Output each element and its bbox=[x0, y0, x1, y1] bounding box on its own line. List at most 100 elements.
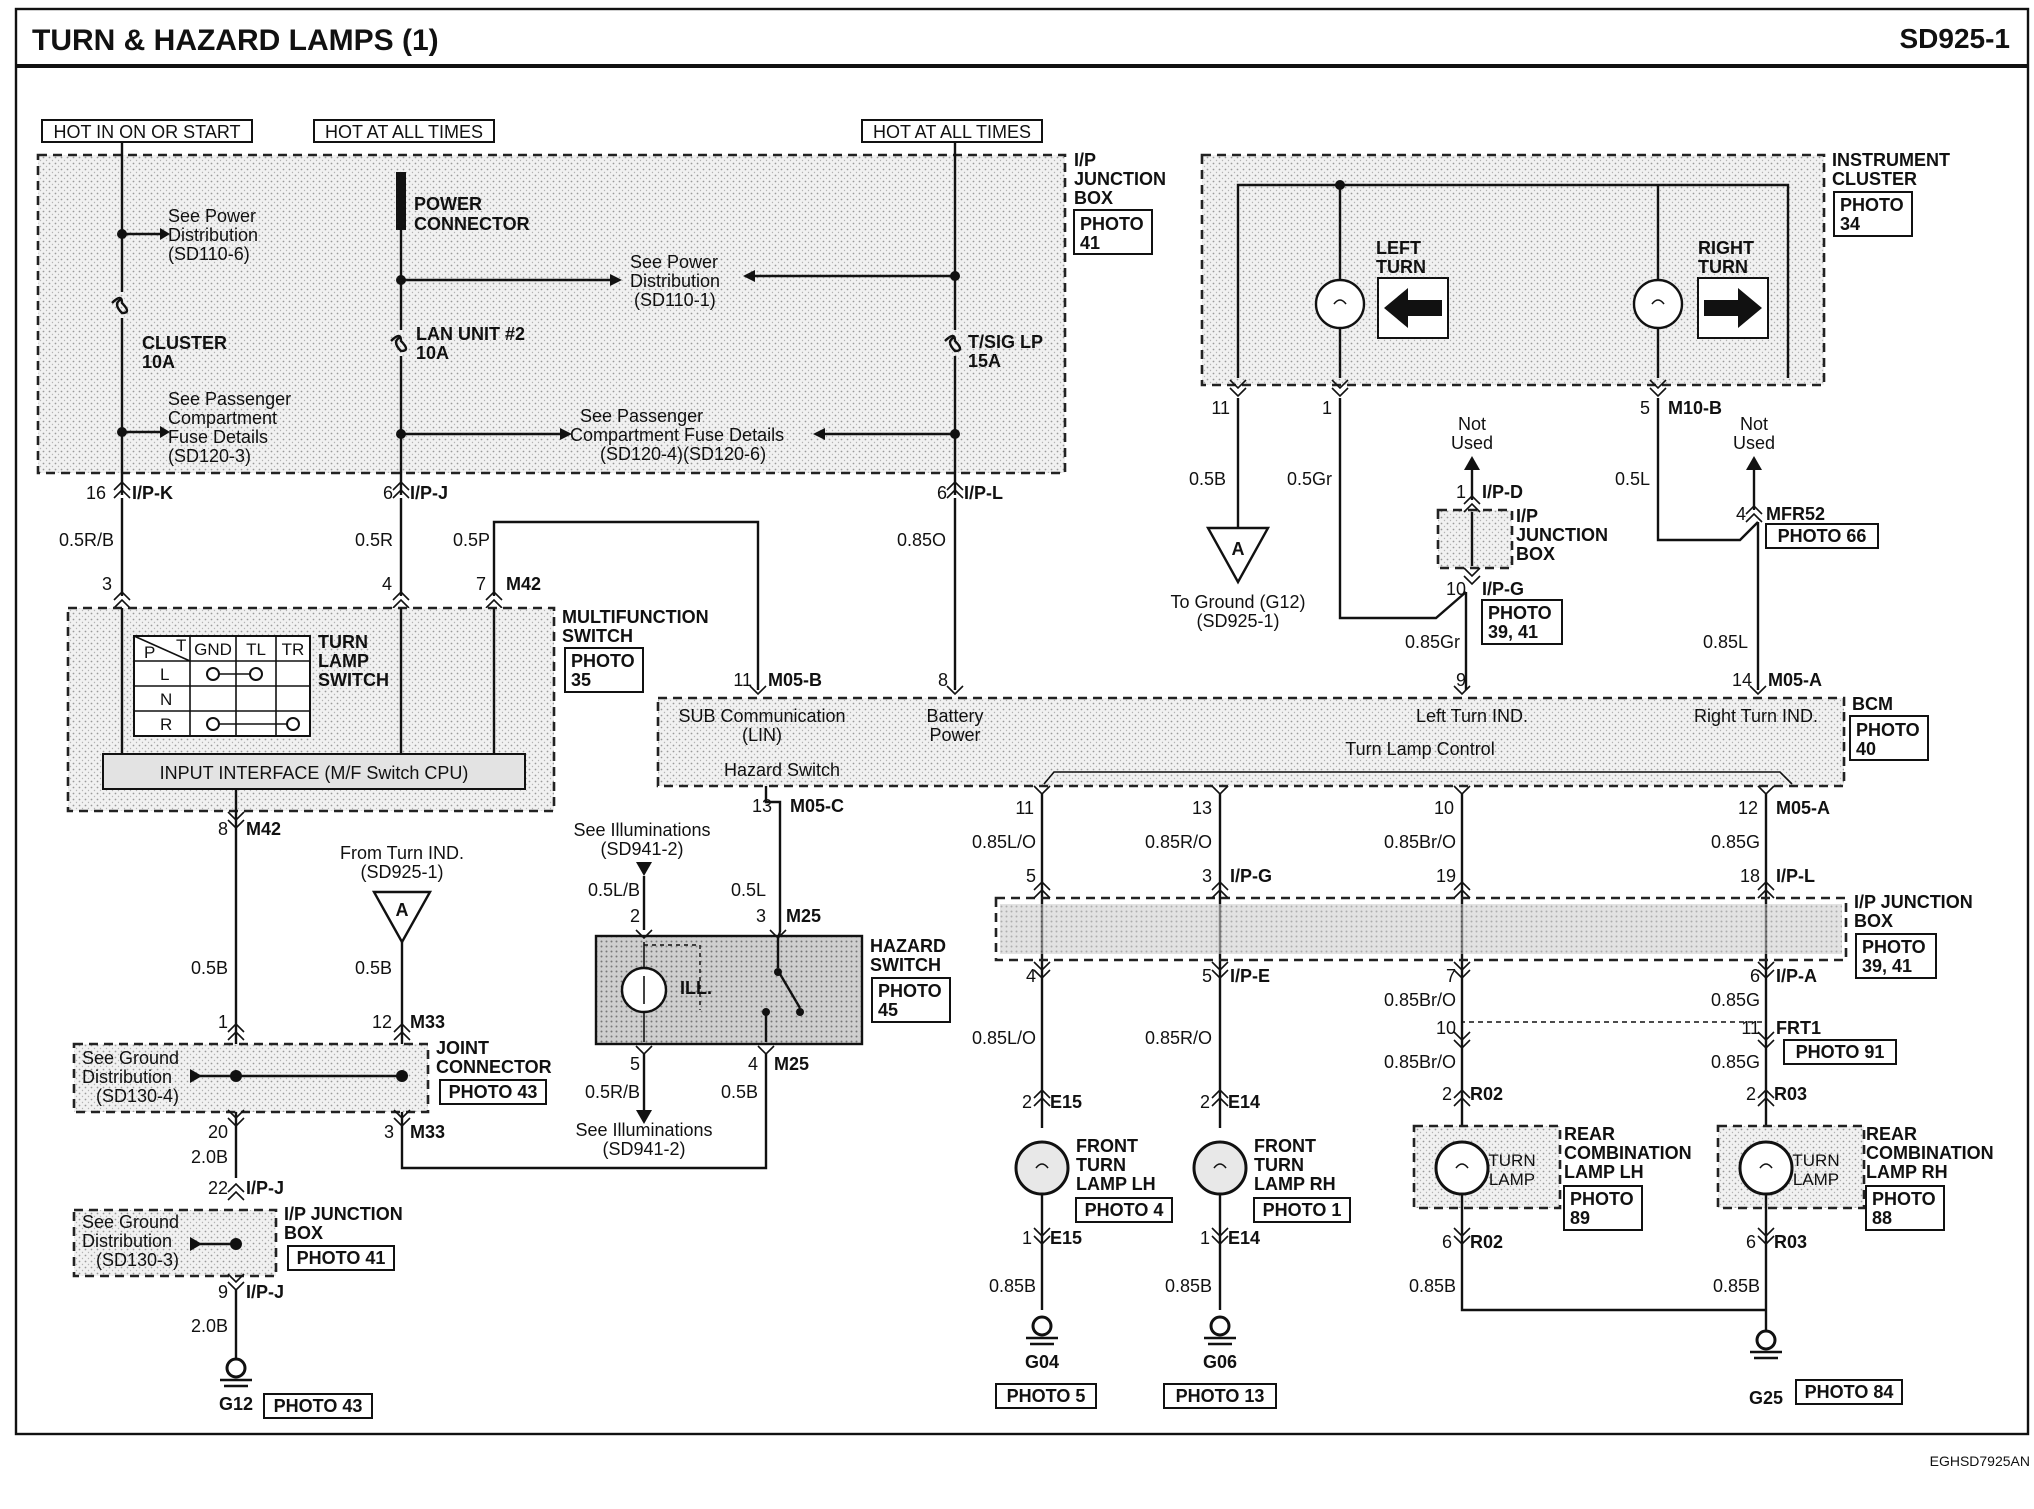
right-turn-label-2: TURN bbox=[1698, 257, 1748, 277]
col-tr: TR bbox=[282, 640, 305, 659]
see-pass-comp-b-ref: (SD120-4)(SD120-6) bbox=[600, 444, 766, 464]
tls-label: TURN bbox=[318, 632, 368, 652]
bcm-hazard-switch: Hazard Switch bbox=[724, 760, 840, 780]
frt1-photo: PHOTO 91 bbox=[1796, 1042, 1885, 1062]
wire-o2: 0.85R/O bbox=[1145, 832, 1212, 852]
pin-r03: R03 bbox=[1774, 1084, 1807, 1104]
bcm-sub-comm-2: (LIN) bbox=[742, 725, 782, 745]
ground-g06: G06 bbox=[1203, 1352, 1237, 1372]
joint-see-ground-ref: (SD130-4) bbox=[96, 1086, 179, 1106]
wire-o4: 0.85G bbox=[1711, 832, 1760, 852]
fuse-lan-icon bbox=[390, 334, 408, 353]
mfr52-photo: PHOTO 66 bbox=[1778, 526, 1867, 546]
pin-r03b: R03 bbox=[1774, 1232, 1807, 1252]
pin-o-ipg: I/P-G bbox=[1230, 866, 1272, 886]
see-power-dist-label-2: Distribution bbox=[168, 225, 258, 245]
pin-ipj: I/P-J bbox=[410, 483, 448, 503]
ref-a-from-letter: A bbox=[396, 900, 409, 920]
ipjb3-label: I/P bbox=[1516, 506, 1538, 526]
wire-05b-2: 0.5B bbox=[355, 958, 392, 978]
see-pass-comp-label: See Passenger bbox=[168, 389, 291, 409]
rear-lh-turn: TURN bbox=[1488, 1151, 1535, 1170]
ipjb2-photo: PHOTO 41 bbox=[297, 1248, 386, 1268]
pin-13: 13 bbox=[752, 796, 772, 816]
pin-3j: 3 bbox=[384, 1122, 394, 1142]
pin-9: 9 bbox=[1456, 670, 1466, 690]
bcm-battery: Battery bbox=[926, 706, 983, 726]
right-turn-bulb-icon bbox=[1632, 278, 1684, 330]
bcm-sub-comm: SUB Communication bbox=[678, 706, 845, 726]
pin-m25a: M25 bbox=[786, 906, 821, 926]
pin-1: 1 bbox=[218, 1012, 228, 1032]
page-frame bbox=[14, 7, 2030, 1436]
not-used-1-b: Used bbox=[1451, 433, 1493, 453]
ipjb2-title-2: BOX bbox=[284, 1223, 323, 1243]
rear-rh-label-2: COMBINATION bbox=[1866, 1143, 1994, 1163]
wire-05p: 0.5P bbox=[453, 530, 490, 550]
ground-g06-photo: PHOTO 13 bbox=[1176, 1386, 1265, 1406]
rear-rh-label: REAR bbox=[1866, 1124, 1917, 1144]
ground-g04-icon bbox=[1031, 1315, 1053, 1337]
ipjb4-label: I/P JUNCTION bbox=[1854, 892, 1973, 912]
left-turn-bulb-icon bbox=[1314, 278, 1366, 330]
ipjb-label-3: BOX bbox=[1074, 188, 1113, 208]
pin-c5: 5 bbox=[1640, 398, 1650, 418]
ground-g06-icon bbox=[1209, 1315, 1231, 1337]
see-power-dist-b-ref: (SD110-1) bbox=[634, 290, 716, 310]
diagram-code: SD925-1 bbox=[1899, 23, 2010, 54]
wire-c-05gr: 0.5Gr bbox=[1287, 469, 1332, 489]
pin-m05a-top: M05-A bbox=[1768, 670, 1822, 690]
fuse-cluster-icon bbox=[111, 296, 129, 315]
see-power-dist-b2: Distribution bbox=[630, 271, 720, 291]
ground-g25-photo: PHOTO 84 bbox=[1805, 1382, 1894, 1402]
joint-title-2: CONNECTOR bbox=[436, 1057, 552, 1077]
col-t: T bbox=[176, 636, 186, 655]
pin-m33b: M33 bbox=[410, 1122, 445, 1142]
bcm-left-turn-ind: Left Turn IND. bbox=[1416, 706, 1528, 726]
ref-a-to-letter: A bbox=[1232, 539, 1245, 559]
not-used-1: Not bbox=[1458, 414, 1486, 434]
pin-ipj3: I/P-J bbox=[246, 1282, 284, 1302]
pin-10d: 10 bbox=[1446, 579, 1466, 599]
wire-o3: 0.85Br/O bbox=[1384, 832, 1456, 852]
pin-c11: 11 bbox=[1211, 398, 1230, 418]
input-interface-box bbox=[102, 753, 526, 790]
wire-05l: 0.5L bbox=[731, 880, 766, 900]
wire-o5: 0.85L/O bbox=[972, 1028, 1036, 1048]
ip-junction-box-power: HOT IN ON OR START HOT AT ALL TIMES HOT … bbox=[36, 119, 1166, 495]
hazard-title-2: SWITCH bbox=[870, 955, 941, 975]
bcm-turn-lamp-control: Turn Lamp Control bbox=[1345, 739, 1494, 759]
bcm-name: BCM bbox=[1852, 694, 1893, 714]
bcm-photo-num: 40 bbox=[1856, 739, 1876, 759]
ipjb-photo-num: 41 bbox=[1080, 233, 1100, 253]
left-turn-label: LEFT bbox=[1376, 238, 1421, 258]
pin-11b: 11 bbox=[733, 670, 752, 690]
ground-g04: G04 bbox=[1025, 1352, 1059, 1372]
see-illum-2: See Illuminations bbox=[575, 1120, 712, 1140]
rear-lh-photo: PHOTO bbox=[1570, 1189, 1634, 1209]
mfs-title-2: SWITCH bbox=[562, 626, 633, 646]
wire-20b-2: 2.0B bbox=[191, 1316, 228, 1336]
pin-14: 14 bbox=[1732, 670, 1752, 690]
hot-always-label-2: HOT AT ALL TIMES bbox=[873, 122, 1031, 142]
cluster-photo-num: 34 bbox=[1840, 214, 1860, 234]
ref-a-from-triangle-icon bbox=[371, 890, 433, 945]
left-turn-label-2: TURN bbox=[1376, 257, 1426, 277]
diagram-title: TURN & HAZARD LAMPS (1) bbox=[32, 24, 439, 57]
rear-rh-label-3: LAMP RH bbox=[1866, 1162, 1948, 1182]
cluster-title: INSTRUMENT bbox=[1832, 150, 1950, 170]
pin-4c: 4 bbox=[1736, 504, 1746, 524]
ipjb2-see-ground-2: Distribution bbox=[82, 1231, 172, 1251]
pin-o10: 10 bbox=[1434, 798, 1454, 818]
ipjb4-photo-num: 39, 41 bbox=[1862, 956, 1912, 976]
pin-o3: 3 bbox=[1202, 866, 1212, 886]
wire-o12: 0.85B bbox=[1165, 1276, 1212, 1296]
pin-22: 22 bbox=[208, 1178, 228, 1198]
pin-o11b: 11 bbox=[1741, 1018, 1760, 1038]
pin-o18: 18 bbox=[1740, 866, 1760, 886]
see-illum-2-ref: (SD941-2) bbox=[602, 1139, 685, 1159]
ground-g12: G12 bbox=[219, 1394, 253, 1414]
ground-g04-photo: PHOTO 5 bbox=[1007, 1386, 1086, 1406]
